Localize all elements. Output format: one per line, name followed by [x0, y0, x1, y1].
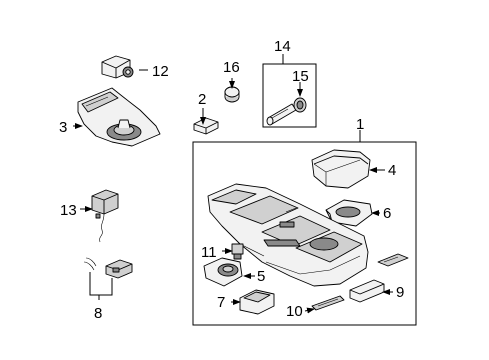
callout-numbers: 12 3 2 16 14 15 1 4 6 13 11 5 7 10 9 8 — [59, 38, 404, 322]
callout-5: 5 — [257, 268, 265, 285]
callout-8: 8 — [94, 305, 102, 322]
callout-12: 12 — [152, 63, 169, 80]
leader-8 — [89, 272, 113, 296]
callout-14: 14 — [274, 38, 291, 55]
part-5-cupholder — [203, 257, 243, 287]
callout-3: 3 — [59, 119, 67, 136]
part-4-armrest-lid — [311, 149, 371, 189]
part-16-knob — [224, 86, 240, 103]
callout-2: 2 — [198, 91, 206, 108]
console-assembly-frame — [192, 141, 417, 326]
callout-9: 9 — [396, 284, 404, 301]
part-3-shifter-bezel — [77, 87, 161, 147]
callout-11: 11 — [201, 244, 217, 261]
part-13-harness-switch — [91, 189, 119, 243]
part-1-console-body — [207, 183, 369, 287]
part-10-strip — [311, 295, 345, 311]
leader-10 — [304, 307, 315, 314]
callout-16: 16 — [223, 59, 240, 76]
part-2-bracket — [193, 117, 219, 135]
part-8-bracket-set — [83, 257, 133, 279]
callout-13: 13 — [60, 202, 77, 219]
callout-6: 6 — [383, 205, 391, 222]
part-7-tray — [239, 289, 275, 315]
lighter-assembly-frame — [262, 63, 317, 128]
callout-7: 7 — [217, 294, 225, 311]
callout-15: 15 — [292, 68, 309, 85]
callout-4: 4 — [388, 162, 396, 179]
part-11-clip — [231, 243, 244, 260]
callout-10: 10 — [286, 303, 303, 320]
part-12-switch — [101, 55, 134, 79]
callout-1: 1 — [356, 116, 364, 133]
part-15-lighter — [266, 97, 307, 126]
leader-lines — [73, 54, 393, 314]
part-9-end-cover — [349, 253, 409, 303]
